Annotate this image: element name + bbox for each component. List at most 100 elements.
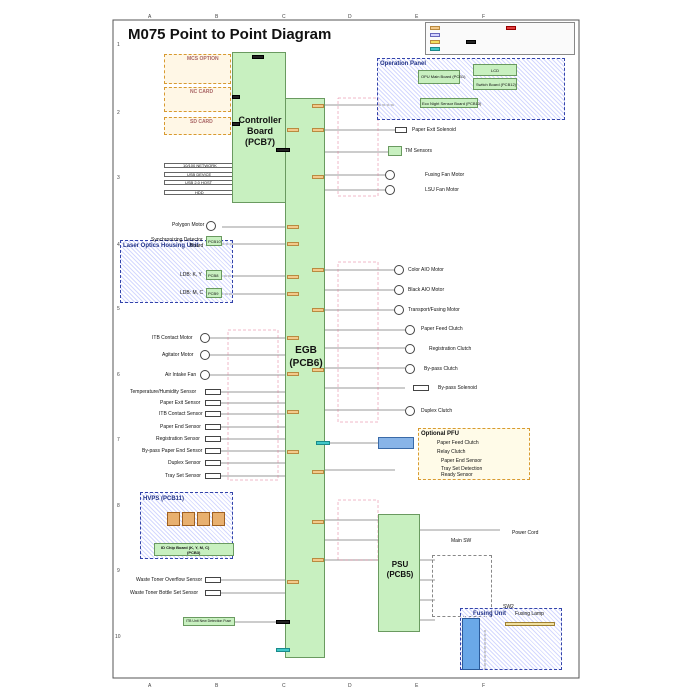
grid-col-a-bottom: A — [148, 683, 152, 689]
itb-contact-sensor-symbol — [205, 411, 221, 417]
connector — [287, 128, 299, 132]
tm-sensors-label: TM Sensors — [405, 148, 432, 154]
id-chip-board-label: ID Chip Board (K, Y, M, C) — [161, 545, 210, 550]
grid-row-7: 7 — [117, 437, 120, 443]
connector — [312, 308, 324, 312]
port-hdd: HDD — [164, 190, 236, 195]
waste-toner-bottle-symbol — [205, 590, 221, 596]
temp-humidity-sensor-symbol — [205, 389, 221, 395]
by-pass-solenoid-label: By-pass Solenoid — [438, 385, 477, 391]
by-pass-clutch-label: By-pass Clutch — [424, 366, 458, 372]
connector — [276, 648, 290, 652]
optional-pfu-title: Optional PFU — [421, 431, 459, 437]
registration-sensor-label: Registration Sensor — [156, 436, 200, 442]
duplex-sensor-label: Duplex Sensor — [168, 460, 201, 466]
optional-pfu-box: Optional PFU Paper Feed Clutch Relay Clu… — [418, 428, 530, 480]
fusing-lamp-label: Fusing Lamp — [515, 611, 544, 617]
duplex-sensor-symbol — [205, 460, 221, 466]
sync-detector-label: Synchronizing Detector — [151, 237, 203, 243]
id-chip-board-code: (PCB3) — [187, 550, 201, 555]
switch-board-label: Switch Board (PCB12) — [476, 82, 517, 87]
paper-end-sensor-label: Paper End Sensor — [160, 424, 201, 430]
grid-col-b: B — [215, 14, 219, 20]
transport-fusing-motor-icon — [394, 305, 404, 315]
power-cord-label: Power Cord — [512, 530, 539, 536]
connector — [312, 558, 324, 562]
grid-col-b-bottom: B — [215, 683, 219, 689]
connector — [312, 470, 324, 474]
sw2-label: SW2 — [503, 604, 514, 610]
sd-card-box: SD CARD — [164, 117, 231, 135]
paper-exit-sensor-label: Paper Exit Sensor — [160, 400, 201, 406]
eco-night-sensor-board: Eco Night Sensor Board (PCB13) — [420, 98, 481, 108]
ldb-ky-label: LDB: K, Y — [180, 272, 202, 278]
id-chip-board: ID Chip Board (K, Y, M, C) (PCB3) — [154, 543, 234, 556]
grid-col-d: D — [348, 14, 352, 20]
paper-feed-clutch-icon — [405, 325, 415, 335]
connector — [312, 175, 324, 179]
itb-contact-motor-label: ITB Contact Motor — [152, 335, 193, 341]
controller-board: Controller Board (PCB7) — [232, 52, 286, 203]
hvps-slot — [197, 512, 210, 526]
fusing-unit-title: Fusing Unit — [473, 611, 506, 617]
grid-row-3: 3 — [117, 175, 120, 181]
connector — [232, 95, 240, 99]
fusing-lamp-element — [505, 622, 555, 626]
connector — [287, 292, 299, 296]
paper-exit-sensor-symbol — [205, 400, 221, 406]
polygon-motor-label: Polygon Motor — [172, 222, 205, 228]
pcb9-board: PCB9 — [206, 288, 222, 298]
pfu-tray-set-label: Tray Set Detection — [441, 466, 483, 472]
agitator-motor-label: Agitator Motor — [162, 352, 194, 358]
tray-set-sensor-symbol — [205, 473, 221, 479]
opu-main-board-label: OPU Main Board (PCB1) — [421, 74, 466, 79]
black-aio-motor-icon — [394, 285, 404, 295]
hvps-title: HVPS (PCB11) — [143, 496, 185, 502]
egb-name: EGB — [295, 345, 317, 356]
grid-row-10: 10 — [115, 634, 121, 640]
connector — [287, 275, 299, 279]
agitator-motor-icon — [200, 350, 210, 360]
pfu-ready-sensor-label: Ready Sensor — [441, 472, 473, 478]
pcb10-board: PCB10 — [206, 236, 222, 246]
registration-clutch-label: Registration Clutch — [429, 346, 472, 352]
grid-row-6: 6 — [117, 372, 120, 378]
grid-row-4: 4 — [117, 242, 120, 248]
opu-main-board: OPU Main Board (PCB1) — [418, 70, 465, 84]
transport-fusing-motor-label: Transport/Fusing Motor — [408, 307, 460, 313]
nc-card-box: NC CARD — [164, 87, 231, 112]
color-aio-motor-icon — [394, 265, 404, 275]
connector — [312, 520, 324, 524]
mcs-option-label: MCS OPTION — [187, 56, 219, 62]
operation-panel-title: Operation Panel — [380, 61, 427, 67]
grid-col-e-bottom: E — [415, 683, 419, 689]
port-usb-device-label: USB DEVICE — [187, 172, 212, 177]
psu-label: PSU (PCB5) — [379, 560, 421, 580]
connector — [287, 225, 299, 229]
port-usb-host-label: USB 2.0 HOST — [185, 180, 213, 185]
waste-toner-bottle-label: Waste Toner Bottle Set Sensor — [130, 590, 199, 596]
connector — [287, 580, 299, 584]
egb-board: EGB (PCB6) — [285, 98, 325, 658]
connector — [252, 55, 264, 59]
laser-optics-title: Laser Optics Housing Unit — [123, 243, 199, 249]
by-pass-clutch-icon — [405, 364, 415, 374]
grid-col-c-bottom: C — [282, 683, 286, 689]
connector — [312, 368, 324, 372]
controller-name2: Board — [246, 126, 273, 136]
legend-box — [425, 22, 575, 55]
pcb8-board: PCB8 — [206, 270, 222, 280]
air-intake-fan-icon — [200, 370, 210, 380]
black-aio-motor-label: Black AIO Motor — [408, 287, 445, 293]
controller-board-label: Controller Board (PCB7) — [233, 115, 287, 148]
itb-new-detection: ITB Unit New Detection Fuse — [183, 617, 235, 626]
main-sw-label: Main SW — [451, 538, 472, 544]
port-usb-device: USB DEVICE — [164, 172, 236, 177]
paper-exit-solenoid-symbol — [395, 127, 407, 133]
egb-code: (PCB6) — [289, 358, 323, 369]
grid-col-f-bottom: F — [482, 683, 486, 689]
hvps-slot — [212, 512, 225, 526]
sync-detector-board-label: Board — [190, 243, 204, 249]
port-hdd-label: HDD — [195, 190, 204, 195]
